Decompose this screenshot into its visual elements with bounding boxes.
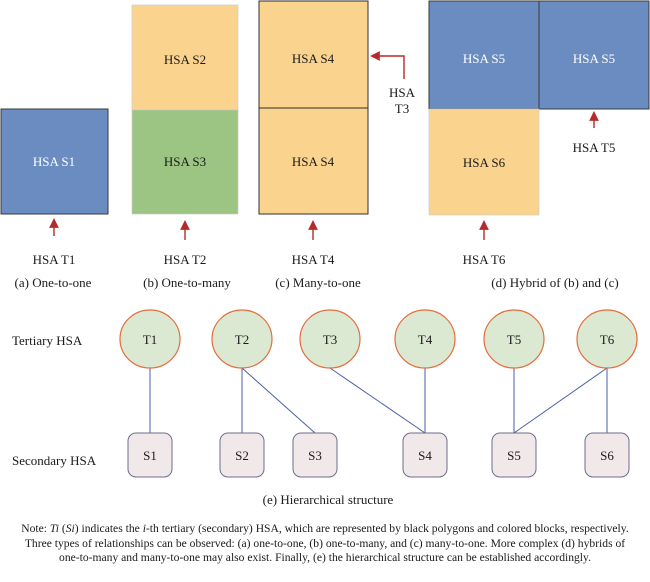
figure-note: Note: Ti (Si) indicates the i-th tertiar… <box>16 522 634 566</box>
secondary-node-s3 <box>292 432 338 478</box>
tertiary-node-t3 <box>299 309 361 369</box>
secondary-nodes: S1 S2 S3 S4 S5 S6 <box>127 432 630 478</box>
secondary-node-label-s5: S5 <box>507 448 521 463</box>
tertiary-node-t2 <box>211 309 273 369</box>
tertiary-node-t4 <box>394 309 456 369</box>
arrow-t4-label: HSA T4 <box>292 252 335 267</box>
arrow-t5-label: HSA T5 <box>573 140 616 155</box>
block-hsa-s1-label: HSA S1 <box>33 154 75 169</box>
edge-t3-s4 <box>329 367 426 434</box>
caption-e: (e) Hierarchical structure <box>263 492 394 507</box>
block-hsa-s4-top <box>258 0 369 109</box>
secondary-node-label-s1: S1 <box>143 448 157 463</box>
arrow-t2-label: HSA T2 <box>164 252 207 267</box>
tertiary-hsa-label: Tertiary HSA <box>12 333 83 348</box>
panel-d: HSA S5 HSA S5 HSA S6 HSA T5 HSA T6 (d) H… <box>428 0 650 290</box>
note-prefix: Note: <box>21 522 50 535</box>
caption-b: (b) One-to-many <box>143 275 231 290</box>
panel-b: HSA S2 HSA S3 HSA T2 (b) One-to-many <box>131 4 239 290</box>
panel-c: HSA S4 HSA S4 HSA T3 HSA T4 (c) Many-to-… <box>258 0 416 290</box>
note-ti: Ti <box>49 522 59 535</box>
tertiary-node-t1 <box>119 309 181 369</box>
secondary-node-s6 <box>584 432 630 478</box>
tertiary-node-t6 <box>576 309 638 369</box>
secondary-node-label-s2: S2 <box>235 448 249 463</box>
note-si: Si <box>65 522 75 535</box>
tertiary-node-label-t6: T6 <box>600 332 615 347</box>
secondary-node-label-s6: S6 <box>600 448 614 463</box>
block-hsa-s2 <box>131 4 239 111</box>
block-hsa-s4-bottom <box>258 107 369 215</box>
note-mid: ) indicates the <box>74 522 143 535</box>
arrow-t3-label-line1: HSA <box>389 85 416 100</box>
block-hsa-s2-label: HSA S2 <box>164 52 206 67</box>
hierarchy-edges <box>149 367 608 434</box>
arrow-t6-label: HSA T6 <box>463 252 506 267</box>
secondary-node-s2 <box>219 432 265 478</box>
arrow-t3 <box>370 51 405 79</box>
block-hsa-s5-right <box>538 0 650 110</box>
tertiary-node-label-t3: T3 <box>323 332 337 347</box>
arrow-t1-label: HSA T1 <box>33 252 76 267</box>
secondary-node-s5 <box>491 432 537 478</box>
note-rest: -th tertiary (secondary) HSA, which are … <box>24 522 629 565</box>
edge-t6-s5 <box>513 367 608 434</box>
block-hsa-s3 <box>131 109 239 215</box>
note-i: i <box>142 522 146 535</box>
caption-a: (a) One-to-one <box>15 275 92 290</box>
note-paren-open: ( <box>58 522 66 535</box>
secondary-node-s1 <box>127 432 173 478</box>
tertiary-node-label-t5: T5 <box>507 332 521 347</box>
panel-a: HSA S1 HSA T1 (a) One-to-one <box>0 108 109 290</box>
block-hsa-s4-bottom-label: HSA S4 <box>292 154 335 169</box>
tertiary-node-label-t4: T4 <box>418 332 433 347</box>
block-hsa-s6-label: HSA S6 <box>463 155 506 170</box>
block-hsa-s5-right-label: HSA S5 <box>573 51 615 66</box>
secondary-node-label-s4: S4 <box>418 448 432 463</box>
tertiary-node-label-t1: T1 <box>143 332 157 347</box>
secondary-node-label-s3: S3 <box>308 448 322 463</box>
tertiary-node-label-t2: T2 <box>235 332 249 347</box>
block-hsa-s6 <box>428 108 540 216</box>
secondary-hsa-label: Secondary HSA <box>12 453 97 468</box>
secondary-node-s4 <box>402 432 448 478</box>
block-hsa-s5-left-label: HSA S5 <box>463 51 505 66</box>
caption-d: (d) Hybrid of (b) and (c) <box>491 275 618 290</box>
tertiary-node-t5 <box>483 309 545 369</box>
block-hsa-s1 <box>0 108 109 215</box>
edge-t2-s3 <box>241 367 316 434</box>
tertiary-nodes: T1 T2 T3 T4 T5 T6 <box>119 309 638 369</box>
arrow-t3-label-line2: T3 <box>395 101 409 116</box>
block-hsa-s4-top-label: HSA S4 <box>292 51 335 66</box>
caption-c: (c) Many-to-one <box>275 275 361 290</box>
block-hsa-s3-label: HSA S3 <box>164 154 206 169</box>
